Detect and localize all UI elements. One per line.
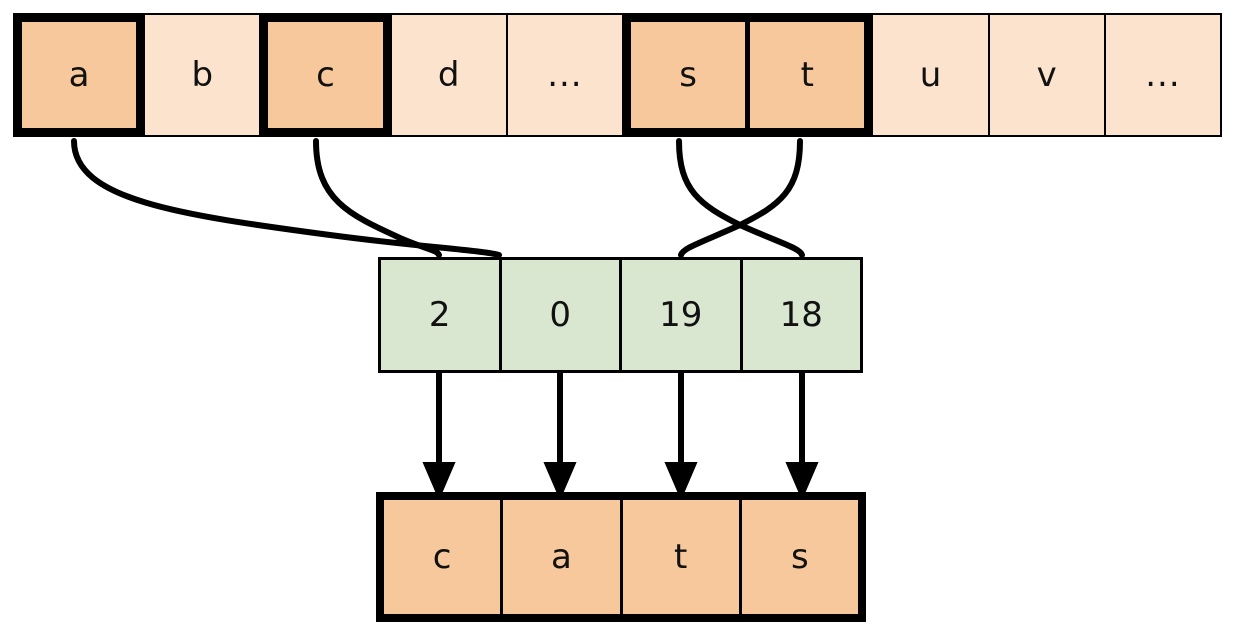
index-cell-value: 0	[549, 295, 572, 335]
alphabet-cell-label: ...	[547, 55, 583, 95]
alphabet-cell-ellipsis-right[interactable]: ...	[1103, 13, 1223, 137]
alphabet-cell-a[interactable]: a	[13, 13, 146, 137]
output-cell-label: t	[673, 537, 688, 577]
alphabet-cell-t[interactable]: t	[746, 13, 874, 137]
alphabet-cell-u[interactable]: u	[871, 13, 990, 137]
alphabet-cell-label: d	[437, 55, 460, 95]
output-cell-label: a	[550, 537, 572, 577]
alphabet-cell-c[interactable]: c	[259, 13, 392, 137]
arrow-head-index2-to-out2	[664, 462, 698, 501]
output-array-row: c a t s	[384, 500, 858, 614]
alphabet-cell-label: t	[800, 55, 814, 95]
arrow-head-index1-to-out1	[543, 462, 577, 501]
alphabet-cell-label: ...	[1145, 55, 1181, 95]
alphabet-cell-ellipsis-left[interactable]: ...	[505, 13, 625, 137]
alphabet-cell-b[interactable]: b	[143, 13, 262, 137]
output-cell-label: s	[791, 537, 809, 577]
curve-s-to-index3	[676, 138, 805, 258]
arrow-head-index0-to-out0	[422, 462, 456, 501]
output-cell-label: c	[432, 537, 452, 577]
alphabet-cell-label: b	[191, 55, 214, 95]
output-cell-2[interactable]: t	[619, 500, 739, 614]
alphabet-cell-label: s	[679, 55, 697, 95]
index-cell-value: 2	[428, 295, 451, 335]
alphabet-cell-v[interactable]: v	[987, 13, 1106, 137]
alphabet-cell-label: a	[68, 55, 90, 95]
index-cell-value: 18	[779, 295, 823, 335]
alphabet-cell-d[interactable]: d	[389, 13, 508, 137]
alphabet-cell-label: u	[919, 55, 942, 95]
alphabet-cell-label: c	[316, 55, 335, 95]
index-cell-0[interactable]: 2	[378, 257, 502, 373]
alphabet-cell-s[interactable]: s	[622, 13, 751, 137]
output-cell-0[interactable]: c	[384, 500, 501, 614]
index-cell-1[interactable]: 0	[498, 257, 622, 373]
curve-c-to-index0	[313, 138, 442, 258]
alphabet-cell-label: v	[1036, 55, 1057, 95]
curve-t-to-index2	[678, 138, 803, 258]
output-cell-3[interactable]: s	[738, 500, 858, 614]
index-cell-value: 19	[659, 295, 703, 335]
alphabet-array: a b c d ... s t u v ...	[13, 13, 1223, 137]
output-array: c a t s	[376, 492, 866, 622]
index-cell-3[interactable]: 18	[739, 257, 863, 373]
output-cell-1[interactable]: a	[500, 500, 620, 614]
arrow-head-index3-to-out3	[785, 462, 819, 501]
index-array: 2 0 19 18	[378, 257, 863, 373]
curve-a-to-index1	[71, 138, 502, 258]
index-cell-2[interactable]: 19	[619, 257, 743, 373]
